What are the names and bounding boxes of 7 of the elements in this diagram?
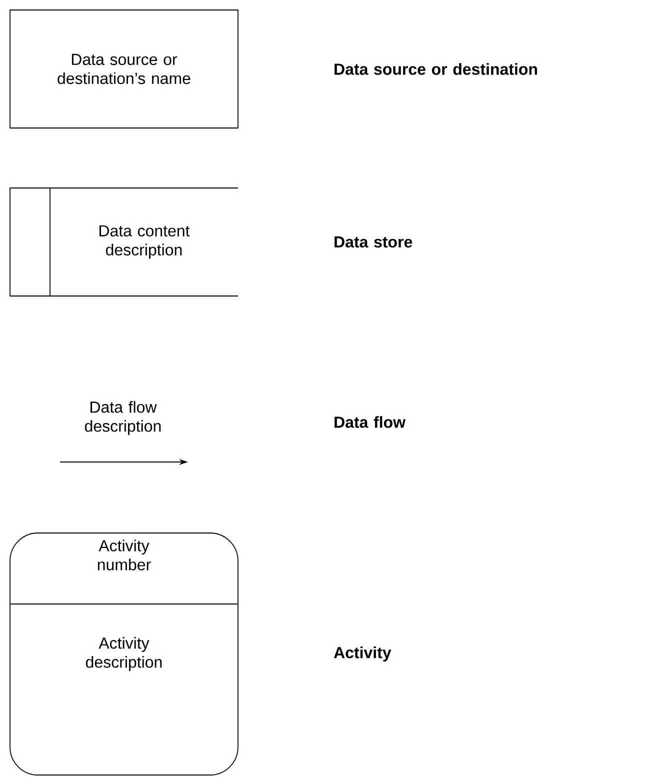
symbol-name: Activity xyxy=(334,646,392,662)
symbol-name: Data store xyxy=(334,236,412,248)
activity-box: Activity number Activity description xyxy=(10,532,238,776)
symbol-name: Data source or destination xyxy=(334,63,537,75)
flow-label: Data flow description xyxy=(84,401,161,435)
symbol-name: Data flow xyxy=(334,416,406,428)
entity-box: Data source or destination’s name xyxy=(10,10,238,128)
